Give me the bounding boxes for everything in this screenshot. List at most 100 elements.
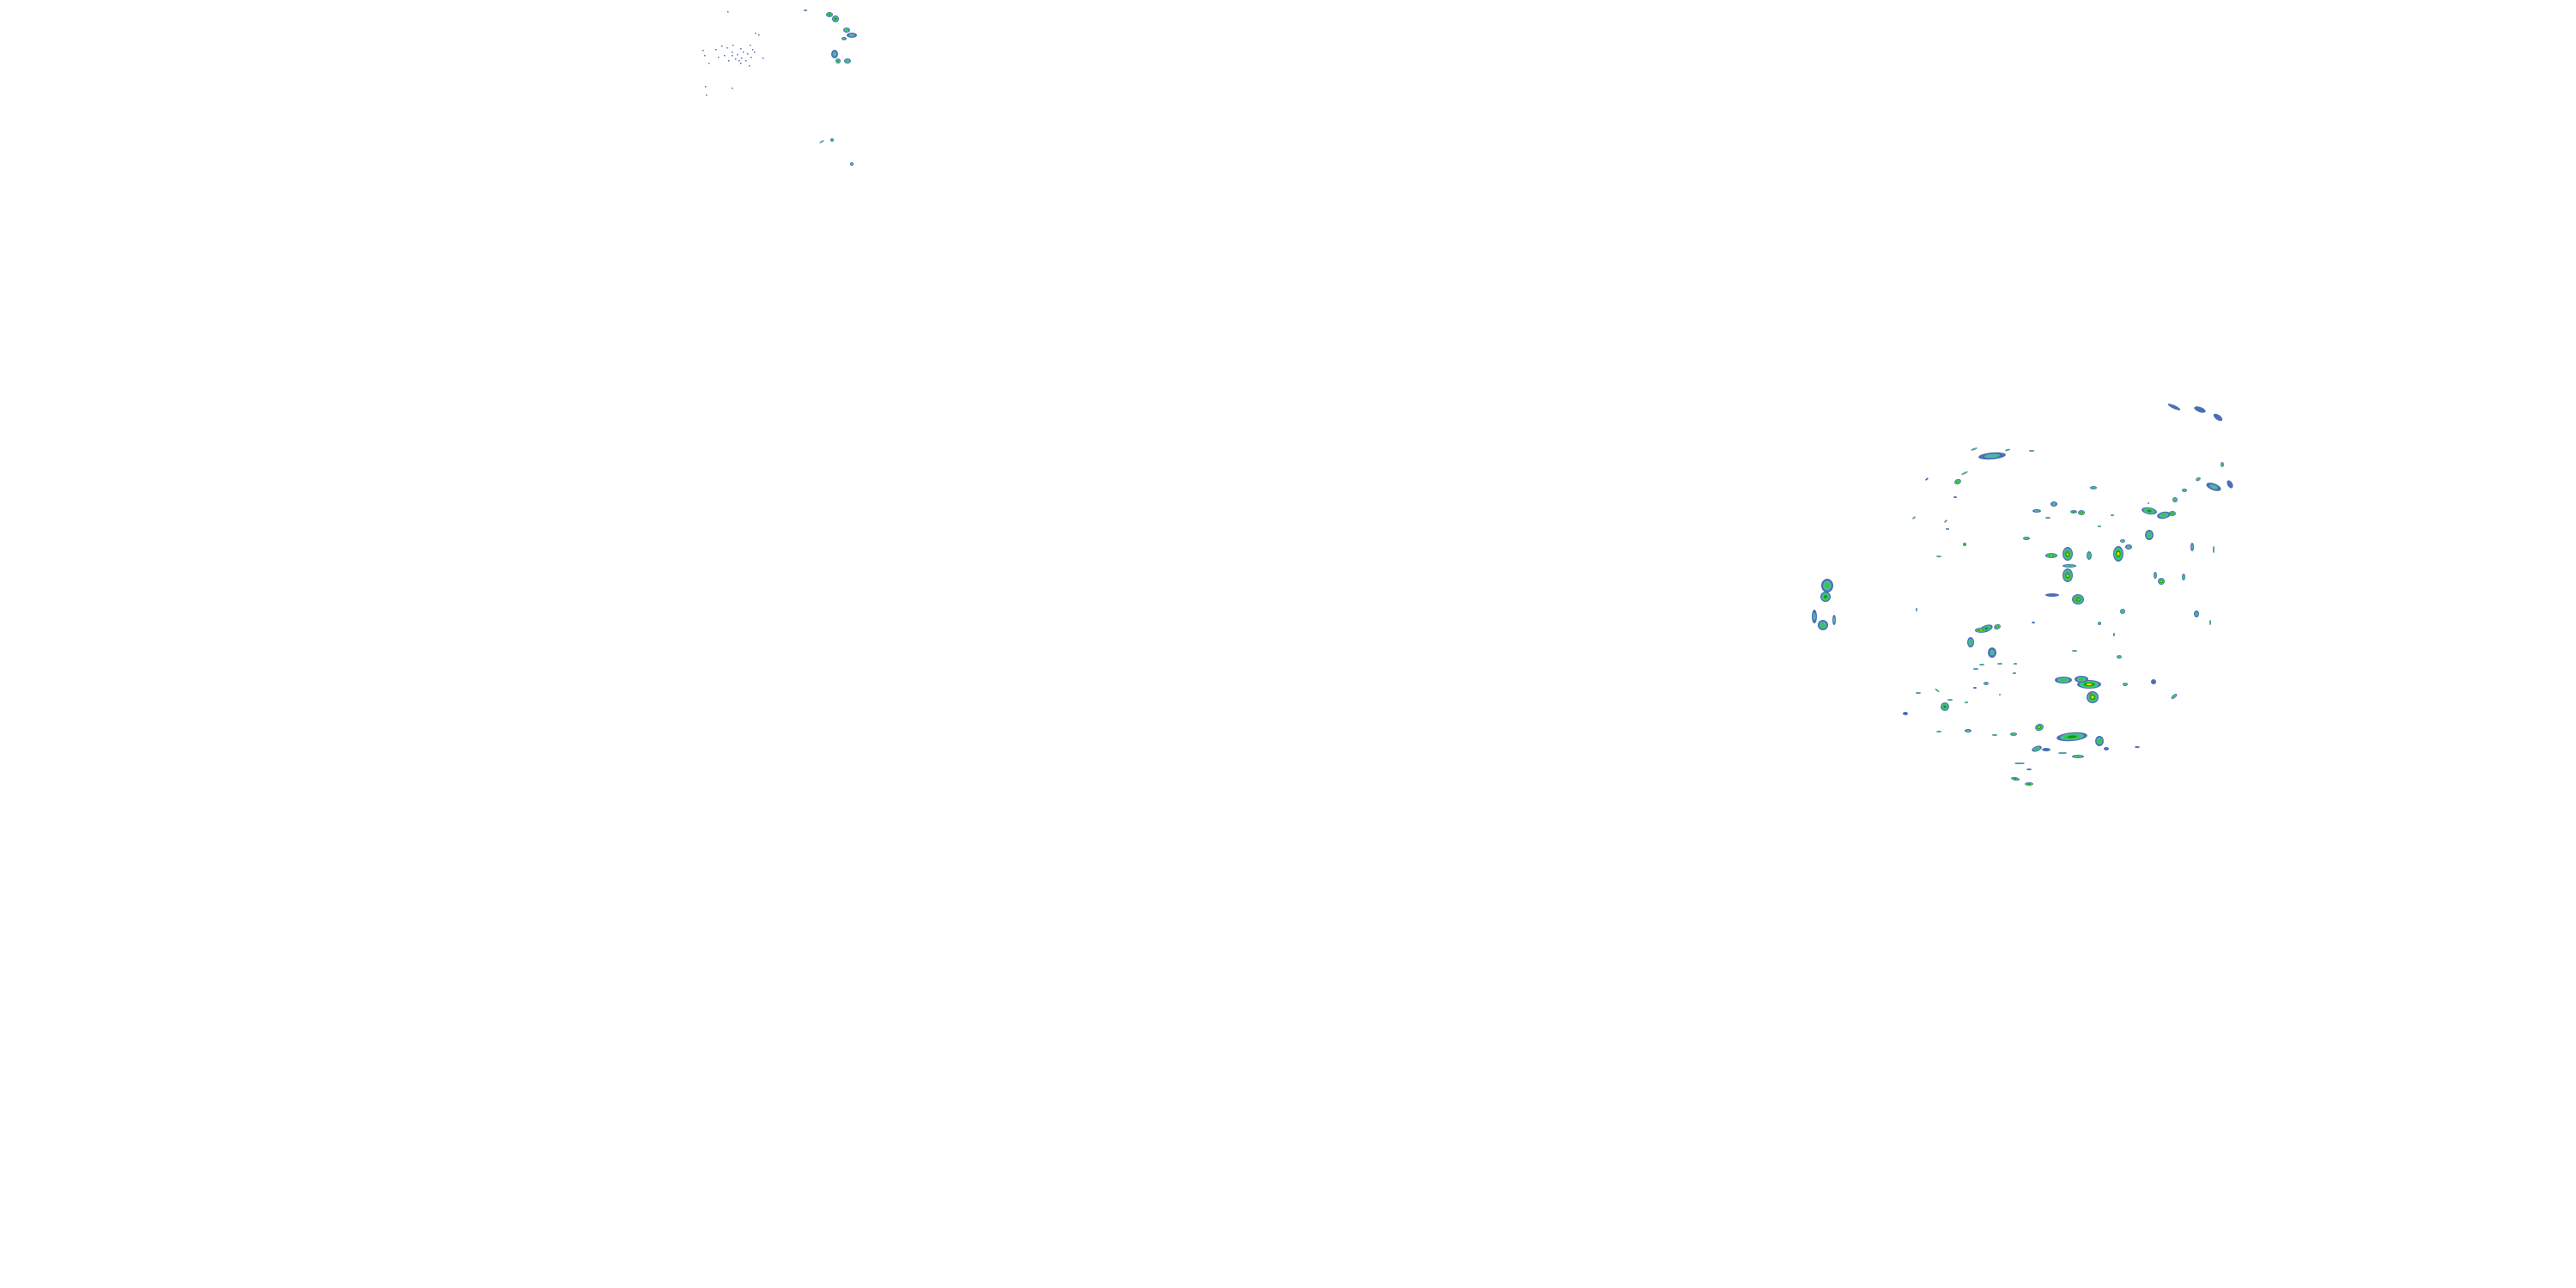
echo-intensity-band [848,33,855,37]
precipitation-cell [1992,734,1997,736]
echo-intensity-band [2060,752,2065,754]
echo-intensity-band [1825,582,1830,589]
precipitation-cell [2026,769,2032,770]
echo-intensity-band [1937,556,1941,557]
precipitation-cell [2025,782,2033,786]
echo-intensity-band [2066,565,2073,567]
precipitation-cell [2190,543,2194,551]
echo-intensity-band [2045,593,2059,597]
precipitation-cell [2087,551,2092,560]
echo-intensity-band [2194,406,2206,413]
precipitation-cell [2098,622,2101,625]
echo-intensity-band [1964,544,1965,545]
echo-intensity-band [1903,712,1908,715]
precipitation-cell [1935,688,1940,693]
echo-intensity-band [820,140,823,143]
echo-intensity-band [1969,640,1972,645]
echo-intensity-band [2078,677,2085,681]
echo-intensity-band [846,59,849,63]
precipitation-cell [2014,762,2025,764]
echo-intensity-band [2099,526,2100,527]
echo-intensity-band [2123,683,2127,685]
precipitation-cell [2142,507,2157,515]
echo-intensity-band [1957,481,1959,483]
precipitation-cell [2032,622,2035,623]
echo-intensity-band [2086,683,2093,686]
echo-intensity-band [830,138,834,142]
echo-intensity-band [1937,731,1941,732]
echo-intensity-band [2167,404,2181,410]
echo-intensity-band [1980,664,1984,665]
precipitation-cell [1916,692,1921,694]
echo-speckle [718,57,720,58]
precipitation-cell [2095,736,2104,746]
precipitation-cell [2158,578,2165,585]
echo-intensity-band [1935,690,1939,691]
precipitation-cell [835,58,841,64]
echo-intensity-band [1913,517,1915,519]
echo-speckle [708,63,710,64]
echo-intensity-band [2051,502,2057,506]
precipitation-cell [1979,664,1984,665]
precipitation-cell [2050,501,2057,507]
precipitation-cell [2055,677,2072,683]
echo-intensity-band [832,52,837,57]
precipitation-cell [819,140,824,143]
precipitation-cell [1946,528,1949,530]
echo-intensity-band [2032,622,2035,623]
echo-intensity-band [2030,450,2033,452]
precipitation-cell [2194,406,2206,413]
precipitation-cell [2154,572,2157,579]
echo-intensity-band [2067,573,2069,574]
echo-intensity-band [1996,626,1998,628]
echo-speckle [727,11,729,13]
echo-intensity-band [1824,595,1827,598]
echo-intensity-band [2227,480,2233,489]
echo-intensity-band [2098,738,2101,744]
echo-intensity-band [828,14,831,15]
echo-intensity-band [1973,687,1977,689]
echo-intensity-band [2148,502,2149,504]
precipitation-cell [804,9,807,11]
precipitation-cell [1999,694,2001,696]
echo-intensity-band [2067,551,2069,553]
echo-intensity-band [2183,575,2184,579]
precipitation-cell [2032,745,2042,752]
precipitation-cell [2206,483,2221,491]
echo-intensity-band [1916,608,1917,611]
precipitation-cell [2066,572,2069,575]
precipitation-cell [2169,511,2176,516]
echo-intensity-band [2117,656,2121,658]
echo-intensity-band [2090,694,2092,696]
echo-intensity-band [1998,663,2002,665]
echo-speckle [750,45,751,46]
echo-intensity-band [1945,520,1947,522]
echo-intensity-band [1925,477,1929,481]
precipitation-cell [1947,699,1953,701]
precipitation-cell [1936,556,1941,557]
echo-intensity-band [2209,484,2218,489]
echo-intensity-band [834,17,837,21]
echo-speckle [762,58,764,59]
echo-intensity-band [2183,489,2186,491]
echo-intensity-band [1965,729,1971,732]
precipitation-cell [1916,608,1917,611]
echo-intensity-band [2075,756,2081,757]
echo-intensity-band [842,37,846,40]
echo-intensity-band [2042,748,2050,751]
echo-speckle [747,53,749,55]
echo-speckle [737,54,738,56]
echo-intensity-band [2006,449,2009,451]
echo-intensity-band [2121,610,2124,613]
precipitation-cell [2058,752,2067,754]
precipitation-cell [2023,537,2030,540]
echo-intensity-band [1813,612,1816,621]
precipitation-cell [1832,615,1836,625]
precipitation-cell [2227,480,2233,489]
precipitation-cell [1925,477,1929,481]
echo-intensity-band [1984,683,1988,684]
echo-speckle [752,49,754,51]
echo-intensity-band [2091,696,2094,699]
